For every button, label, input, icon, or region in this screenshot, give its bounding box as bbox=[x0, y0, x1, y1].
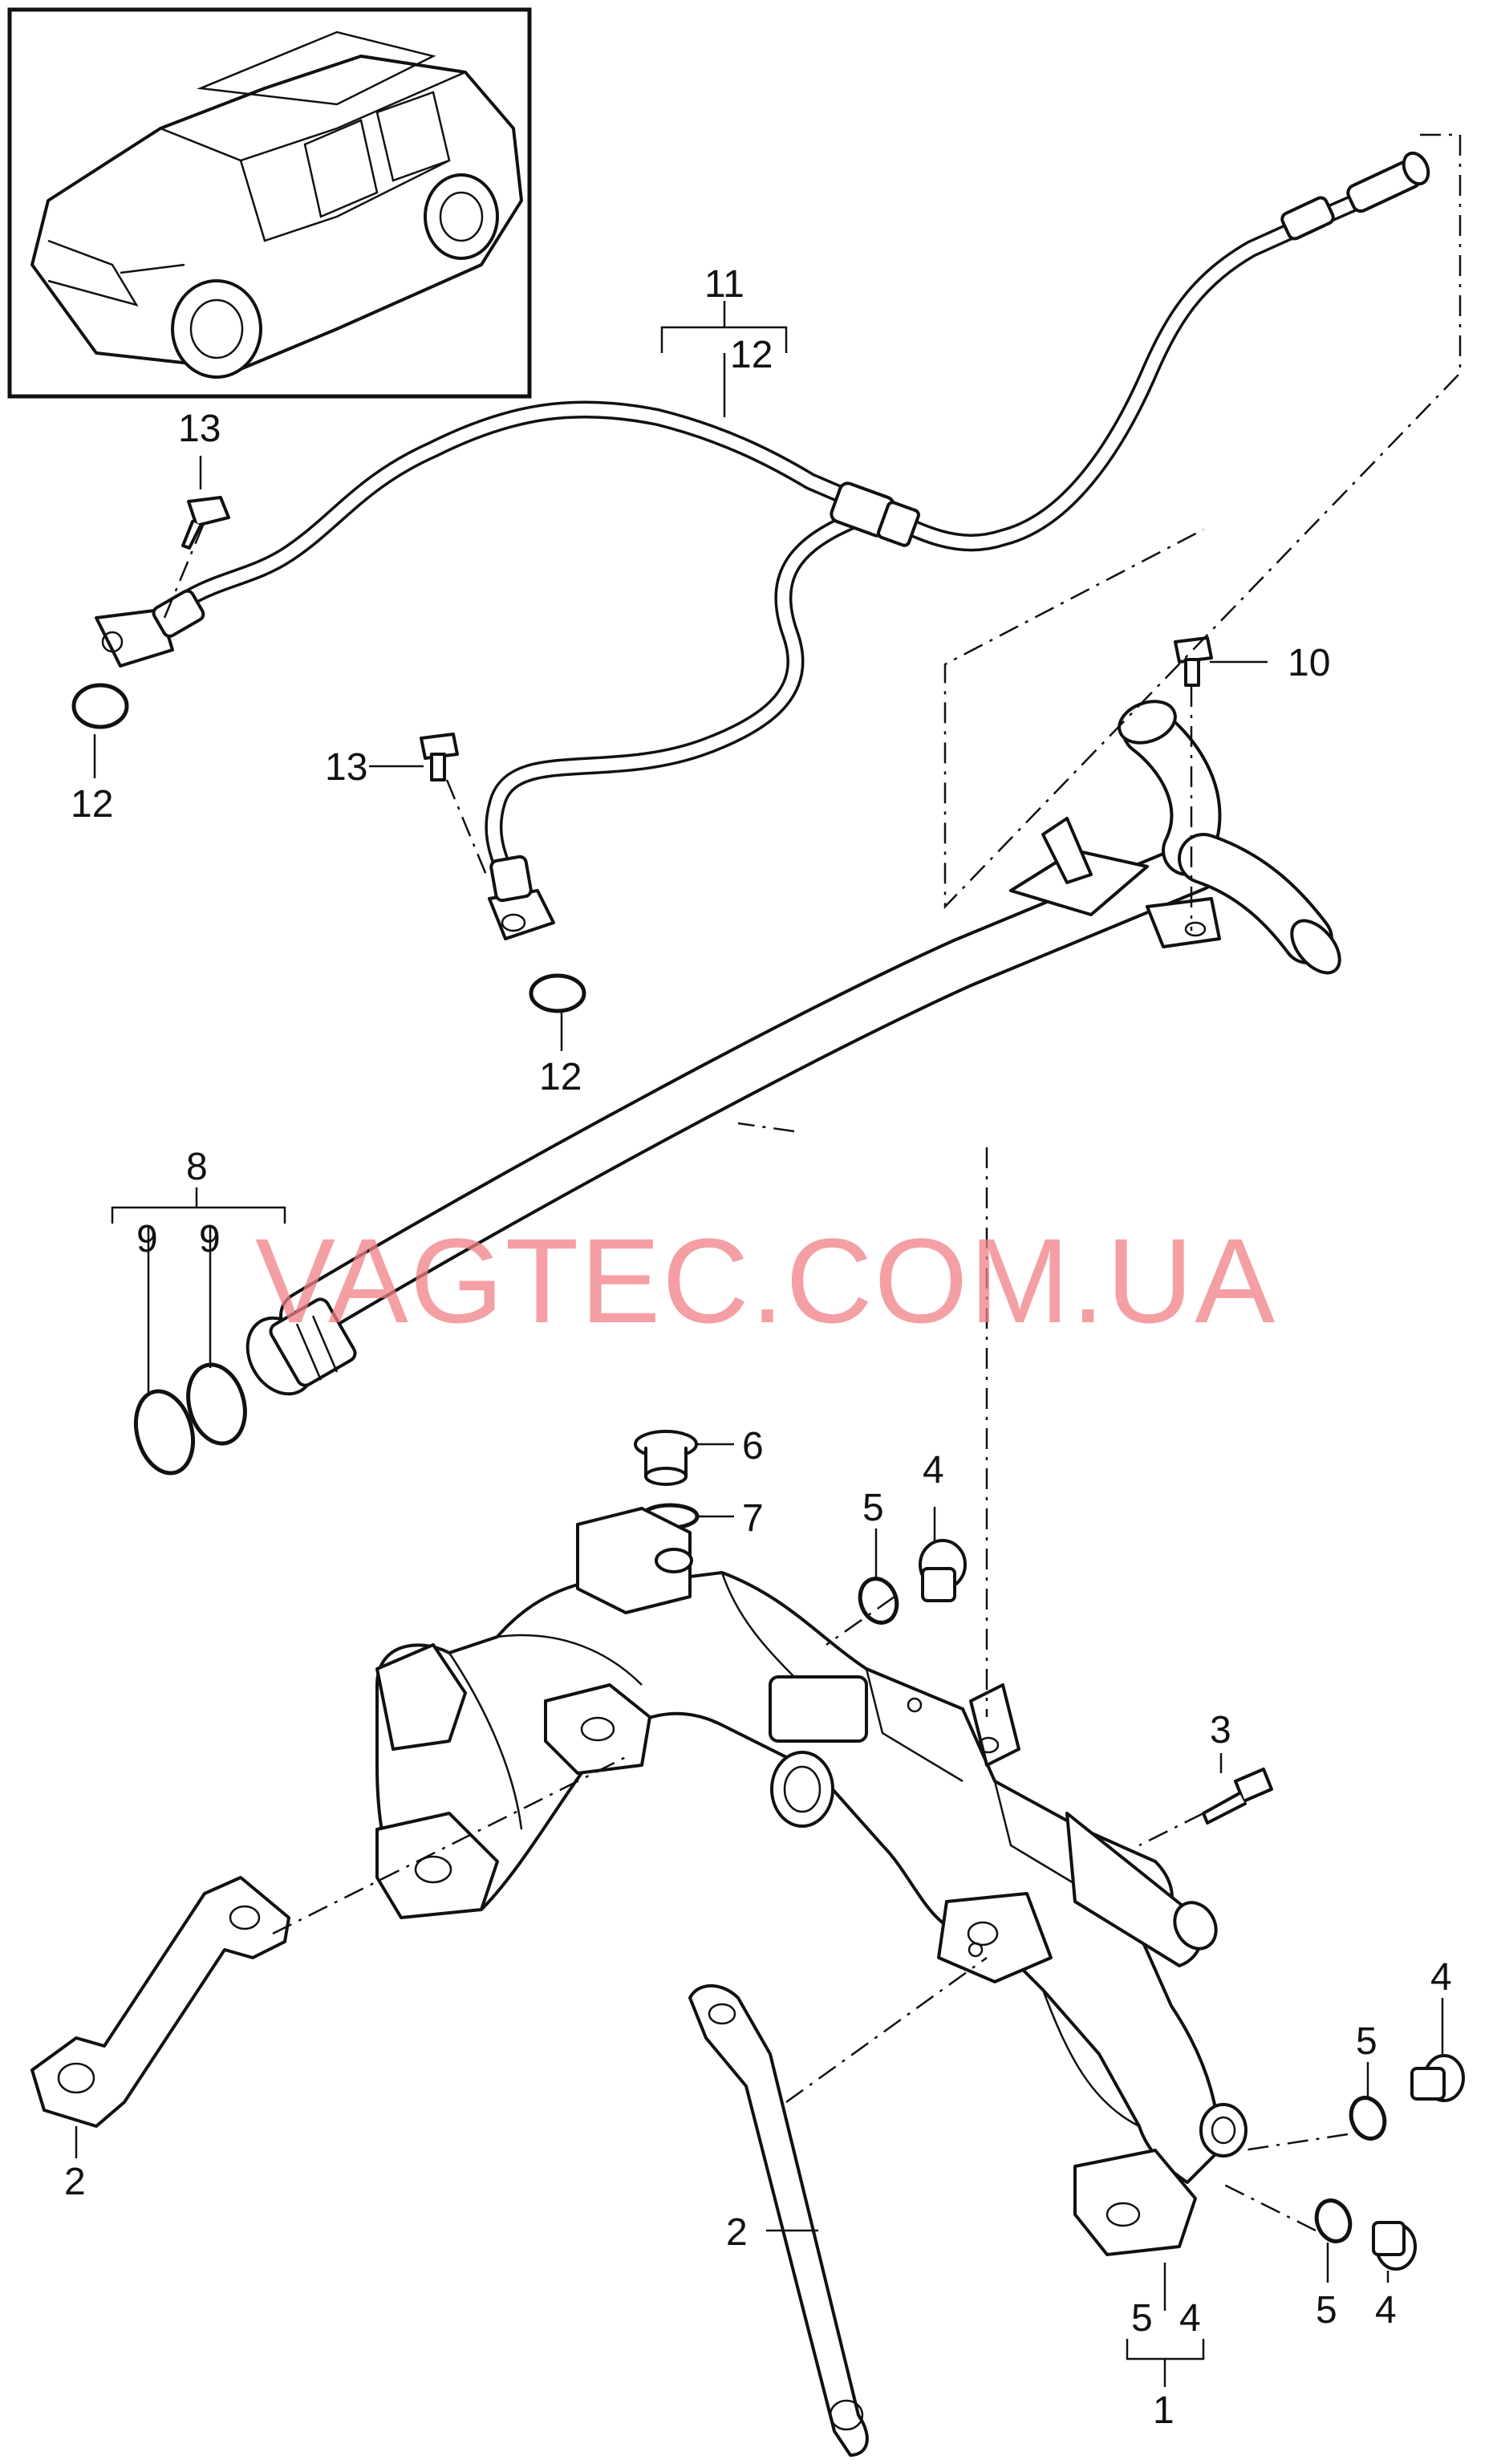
callout-13-lower: 13 bbox=[325, 746, 367, 789]
callout-4-right: 4 bbox=[1430, 1956, 1452, 1999]
leader-lines bbox=[75, 301, 1444, 2387]
gasket-2-left bbox=[30, 1876, 290, 2128]
o-ring-12-lower bbox=[529, 973, 586, 1013]
callout-8: 8 bbox=[186, 1146, 208, 1188]
o-ring-9-outer bbox=[134, 1389, 195, 1476]
bolt-13-lower bbox=[420, 733, 459, 781]
screw-plug-6 bbox=[634, 1430, 698, 1486]
coolant-manifold-1 bbox=[375, 1507, 1248, 2256]
seal-5-lower bbox=[1314, 2198, 1353, 2243]
callout-9-outer: 9 bbox=[136, 1218, 158, 1260]
callout-5-right: 5 bbox=[1356, 2020, 1377, 2063]
callout-7: 7 bbox=[742, 1497, 764, 1540]
alignment-lines bbox=[163, 133, 1462, 2232]
callout-4-bottom: 4 bbox=[1179, 2297, 1201, 2340]
callout-3: 3 bbox=[1210, 1709, 1231, 1752]
callout-12-hose: 12 bbox=[730, 334, 773, 376]
o-ring-9-inner bbox=[186, 1362, 247, 1446]
bolt-3 bbox=[1202, 1768, 1273, 1825]
callout-2-left: 2 bbox=[64, 2161, 86, 2203]
hose-assembly-11 bbox=[95, 151, 1430, 940]
callout-9-inner: 9 bbox=[199, 1218, 221, 1260]
gasket-2-center bbox=[688, 1984, 869, 2457]
plug-4-upper bbox=[919, 1539, 967, 1602]
callout-12-upper: 12 bbox=[71, 783, 113, 826]
car-thumbnail-icon bbox=[7, 7, 532, 399]
plug-4-right bbox=[1410, 2054, 1465, 2102]
callout-2-center: 2 bbox=[726, 2211, 748, 2254]
callout-5-lower: 5 bbox=[1316, 2289, 1337, 2332]
o-ring-12-upper bbox=[71, 683, 129, 729]
callout-4-upper: 4 bbox=[923, 1449, 944, 1492]
bolt-13-upper bbox=[181, 496, 230, 550]
watermark-text: VAGTEC.COM.UA bbox=[255, 1213, 1276, 1348]
seal-5-upper bbox=[858, 1577, 899, 1625]
callout-labels: 11 12 13 12 13 12 10 8 9 9 6 7 5 4 3 4 5… bbox=[64, 263, 1452, 2432]
callout-13-upper: 13 bbox=[178, 408, 221, 450]
callout-5-upper: 5 bbox=[862, 1487, 884, 1529]
plug-4-lower bbox=[1372, 2221, 1417, 2271]
seal-5-right bbox=[1349, 2096, 1387, 2141]
callout-4-lower: 4 bbox=[1375, 2289, 1397, 2332]
bolt-10 bbox=[1174, 636, 1213, 687]
callout-12-lower: 12 bbox=[539, 1056, 582, 1098]
callout-11: 11 bbox=[704, 263, 744, 306]
callout-6: 6 bbox=[742, 1425, 764, 1467]
coolant-pipe-8 bbox=[245, 700, 1341, 1396]
callout-10: 10 bbox=[1288, 642, 1330, 684]
callout-1: 1 bbox=[1153, 2389, 1174, 2432]
callout-5-bottom: 5 bbox=[1131, 2297, 1153, 2340]
